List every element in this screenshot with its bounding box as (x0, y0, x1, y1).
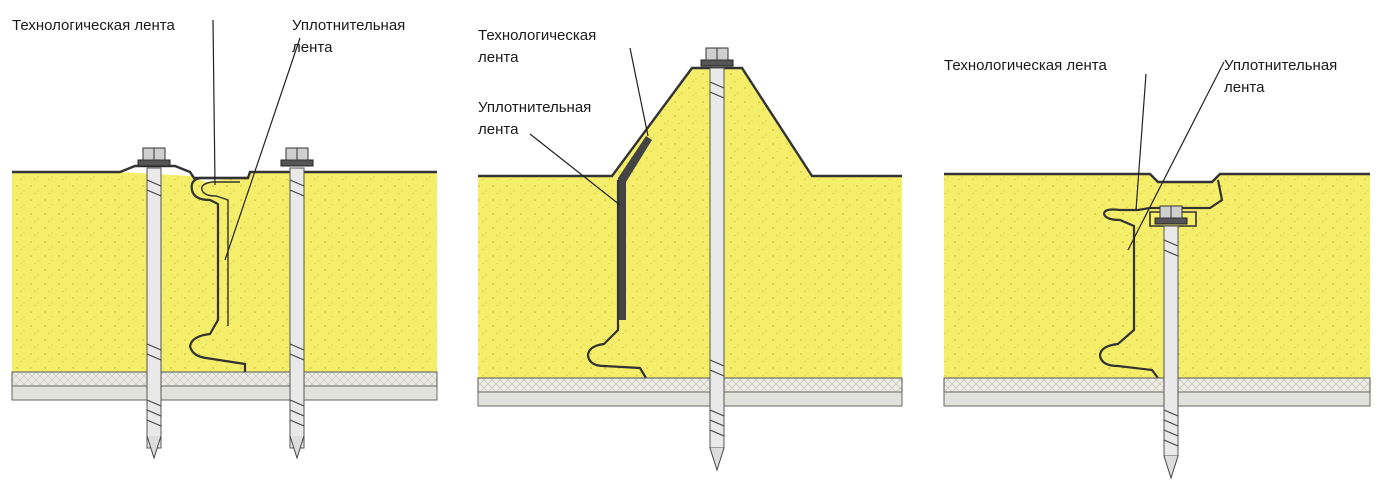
joint-3-seal-tape-label-line2: лента (1224, 79, 1265, 96)
joint-3-foam (944, 174, 1370, 378)
joint-1-group (11, 19, 438, 460)
joint-3-joint-profile (1098, 179, 1224, 379)
joint-3-tech-tape-label: Технологическая лента (944, 57, 1107, 74)
joint-1-bottom-liner (11, 371, 438, 387)
joint-1-tech-tape-leader (212, 19, 216, 186)
joint-2-tech-tape-leader (629, 47, 649, 137)
joint-3-group (943, 61, 1371, 480)
joint-1-seal-tape-label-line2: лента (292, 39, 333, 56)
joint-3-screw (1154, 205, 1188, 480)
joint-2-foam (478, 68, 902, 378)
joint-1-top-sheet (12, 164, 437, 180)
joint-3-bottom-liner (943, 377, 1371, 393)
joint-3-seal-tape-leader (1127, 61, 1225, 251)
joint-3-top-sheet (944, 172, 1370, 184)
joint-1-foam-right (205, 172, 437, 372)
joint-1-screw-left (137, 147, 171, 460)
joint-3-seal-tape-label-line1: Уплотнительная (1224, 57, 1338, 74)
joint-1-seal-tape-label-line1: Уплотнительная (292, 17, 406, 34)
joint-2-bottom-liner (477, 377, 903, 393)
joint-2-seal-tape-leader (529, 133, 621, 206)
joint-1-tech-tape-label: Технологическая лента (12, 17, 175, 34)
joint-1-screw-right (280, 147, 314, 460)
joint-2-joint-profile (586, 180, 647, 379)
joint-2-tech-tape-label-line2: лента (478, 49, 519, 66)
joint-1-joint-profile (188, 176, 248, 372)
joint-2-screw (700, 47, 734, 472)
joint-2-seal-tape-label-line1: Уплотнительная (478, 99, 592, 116)
joint-2-group (477, 47, 903, 472)
joint-2-seal-strip (618, 136, 652, 320)
joint-2-tech-tape-label-line1: Технологическая (478, 27, 597, 44)
joint-1-seal-tape-leader (224, 37, 301, 261)
joint-2-seal-tape-label-line2: лента (478, 121, 519, 138)
joint-1-foam-left (12, 172, 245, 372)
joint-3-tech-tape-leader (1135, 73, 1147, 211)
